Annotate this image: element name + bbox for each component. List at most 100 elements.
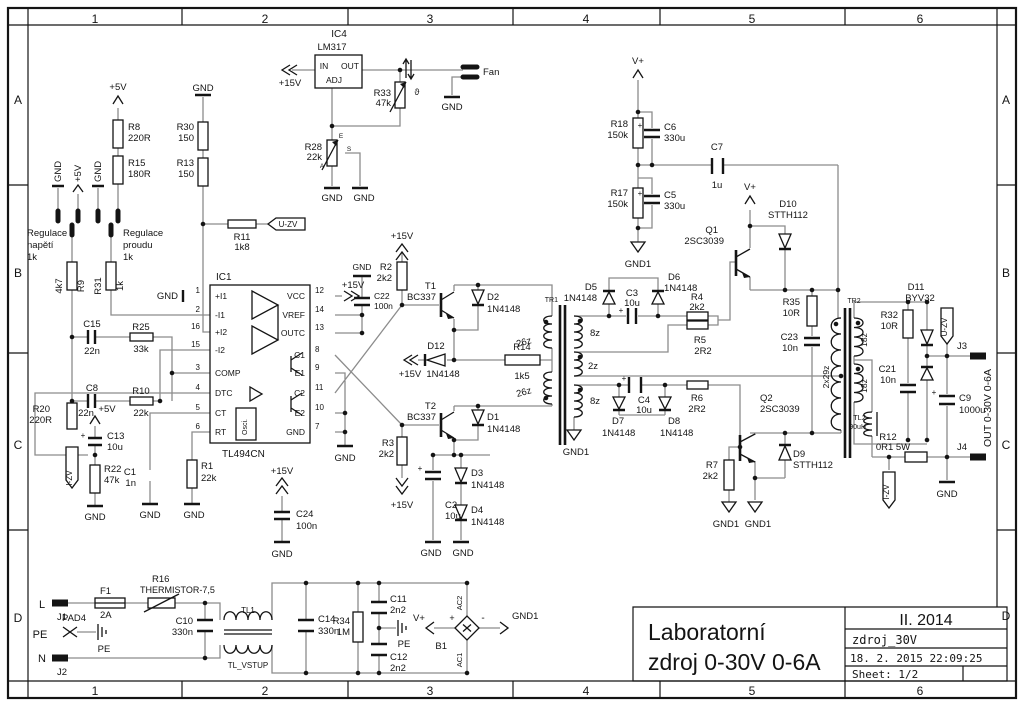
c2-val: 10u [445,511,461,522]
drawing-frame [6,6,1018,700]
c13-val: 10u [107,442,123,453]
r1-val: 22k [201,473,217,484]
r10-val: 22k [133,408,149,419]
col-6-bot: 6 [917,684,924,698]
r3-val: 2k2 [379,449,394,460]
ic1-p12n: 12 [315,286,324,295]
col-1-bot: 1 [92,684,99,698]
flag-uzv-1: U-ZV [279,220,298,229]
r20-ref: R20 [33,404,50,415]
flag-15v-c24: +15V [271,466,294,477]
ic4-body[interactable] [314,54,363,89]
flag-15v-ic4: +15V [279,78,302,89]
title-block [632,606,1008,682]
f1-val: 2A [100,610,112,621]
tl1-choke[interactable] [223,611,273,654]
ic1-p13n: 13 [315,323,324,332]
gnd1-r7: GND1 [713,519,739,530]
c13-ref: C13 [107,431,124,442]
r31-val: 1k [115,281,126,291]
ic1-p5n: 5 [196,403,201,412]
bridge-b1[interactable] [454,615,480,641]
capacitors[interactable] [86,158,916,657]
tr1-8z-b: 8z [590,396,600,407]
row-d-left: D [14,611,23,625]
r9-ref: R9 [76,280,87,292]
wires [34,69,970,674]
d4-val: 1N4148 [471,517,504,528]
r17-ref: R17 [611,188,628,199]
c22-ref: C22 [374,291,390,301]
r4-val: 2k2 [689,302,704,313]
pe-pad4: PE [98,644,111,655]
gnd1-b1: GND1 [512,611,538,622]
tr1-26z-b: 26z [515,385,533,400]
c3-plus: + [619,306,624,315]
ic1-body[interactable] [209,284,311,444]
c8-val: 22n [78,408,94,419]
transistors[interactable] [439,248,756,463]
ic1-vcc: VCC [287,291,305,301]
net-flags[interactable] [65,217,954,510]
col-1-top: 1 [92,12,99,26]
tl2-choke[interactable] [863,411,878,437]
r25-ref: R25 [132,322,149,333]
gnd-r28s: GND [353,193,374,204]
c9-val: 1000u [959,405,985,416]
d5-ref: D5 [585,282,597,293]
ic1-val: TL494CN [222,449,265,460]
d12-val: 1N4148 [426,369,459,380]
r35-val: 10R [783,308,801,319]
r2-val: 2k2 [377,273,392,284]
c7-val: 1u [712,180,723,191]
r2-ref: R2 [380,262,392,273]
r12-val: 0R1 5W [876,442,910,453]
d12-ref: D12 [427,341,444,352]
d2-val: 1N4148 [487,304,520,315]
c21-ref: C21 [879,364,896,375]
tr1[interactable] [543,305,583,445]
r28-e: E [339,133,344,140]
q2-ref: Q2 [760,393,773,404]
d3-ref: D3 [471,468,483,479]
b1-ac1: AC1 [455,653,464,668]
col-6-top: 6 [917,12,924,26]
b1-plus: + [449,613,454,623]
terminal-pads[interactable] [52,352,986,662]
gnd-d4: GND [452,548,473,559]
col-4-bot: 4 [583,684,590,698]
r13-val: 150 [178,169,194,180]
connector-pads[interactable] [55,64,480,238]
col-2-top: 2 [262,12,269,26]
pot-i-3: 1k [123,252,133,263]
r7-ref: R7 [706,460,718,471]
diodes[interactable] [423,233,935,522]
ic1-p14n: 14 [315,305,324,314]
tr2[interactable] [830,308,864,458]
c14-val: 330n [318,626,339,637]
ic1-p2n: 2 [196,305,201,314]
ic1-p7n: 7 [315,422,320,431]
pad-gnd-2: GND [93,161,104,182]
c14-ref: C14 [318,614,335,625]
ic1-ct: CT [215,408,226,418]
r31-ref: R31 [93,277,104,294]
phase-dots [543,318,861,401]
ic1-p9n: 9 [315,363,320,372]
col-5-top: 5 [749,12,756,26]
c21-val: 10n [880,375,896,386]
d1-ref: D1 [487,412,499,423]
j3-label: J3 [957,341,967,352]
pe-left: PE [33,629,48,641]
c4-val: 10u [636,405,652,416]
flag-izv-2: I-ZV [882,484,891,500]
d6-ref: D6 [668,272,680,283]
ic1-c2: C2 [294,388,305,398]
ic1-p16n: 16 [191,322,200,331]
d1-val: 1N4148 [487,424,520,435]
gnd-r1: GND [183,510,204,521]
c4-plus: + [622,374,627,383]
ic1-outc: OUTC [281,328,305,338]
